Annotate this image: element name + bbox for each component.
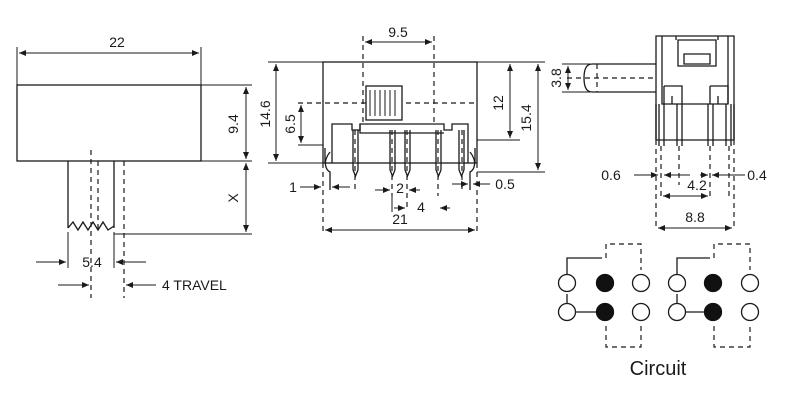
dim-length: 22 (109, 34, 125, 50)
front-pins (322, 130, 478, 232)
contact-terminal (631, 302, 651, 322)
dim-pitch-small: 2 (396, 180, 404, 196)
front-body-outline (322, 61, 478, 164)
circuit-contacts (557, 273, 760, 322)
dim-pin-a: 0.6 (601, 167, 621, 183)
contact-common (703, 273, 723, 293)
dim-mid-height: 6.5 (282, 114, 298, 134)
contact-terminal (667, 273, 687, 293)
dim-pin-b: 0.4 (747, 167, 767, 183)
dim-pitch-large: 4 (417, 199, 425, 215)
contact-terminal (740, 302, 760, 322)
dim-actuator-x: X (225, 193, 241, 203)
contact-common (703, 302, 723, 322)
contact-terminal (557, 302, 577, 322)
dim-pin-width: 0.5 (495, 176, 515, 192)
dim-actuator-width: 5.4 (82, 254, 102, 270)
side-body (16, 84, 202, 162)
circuit-diagram: Circuit (557, 243, 760, 380)
dim-row-spacing: 4.2 (687, 177, 707, 193)
dim-overall-depth: 8.8 (685, 209, 705, 225)
dim-height: 9.4 (225, 114, 241, 134)
dim-slot-width: 9.5 (388, 24, 408, 40)
front-housing (331, 123, 469, 163)
front-view: 9.5 14.6 6.5 12 15.4 1 2 4 (257, 24, 545, 233)
dim-overall-height: 14.6 (257, 100, 273, 127)
contact-common (595, 273, 615, 293)
end-view: 3.8 0.6 0.4 4.2 8.8 (548, 35, 767, 231)
dim-body-height: 12 (490, 95, 506, 111)
end-actuator (583, 63, 656, 93)
dim-overall-width: 21 (392, 211, 408, 227)
contact-common (595, 302, 615, 322)
travel-label: 4 TRAVEL (162, 277, 227, 293)
front-slider-knob (365, 85, 403, 121)
contact-terminal (631, 273, 651, 293)
end-frame (655, 35, 735, 141)
contact-terminal (667, 302, 687, 322)
side-actuator (67, 161, 115, 228)
circuit-caption: Circuit (630, 358, 687, 380)
side-view: 22 9.4 X 5.4 4 TRAVEL (16, 34, 252, 298)
dim-actuator-dia: 3.8 (548, 68, 564, 88)
dim-pin-thickness: 1 (289, 179, 297, 195)
contact-terminal (740, 273, 760, 293)
dim-full-height: 15.4 (518, 104, 534, 131)
contact-terminal (557, 273, 577, 293)
